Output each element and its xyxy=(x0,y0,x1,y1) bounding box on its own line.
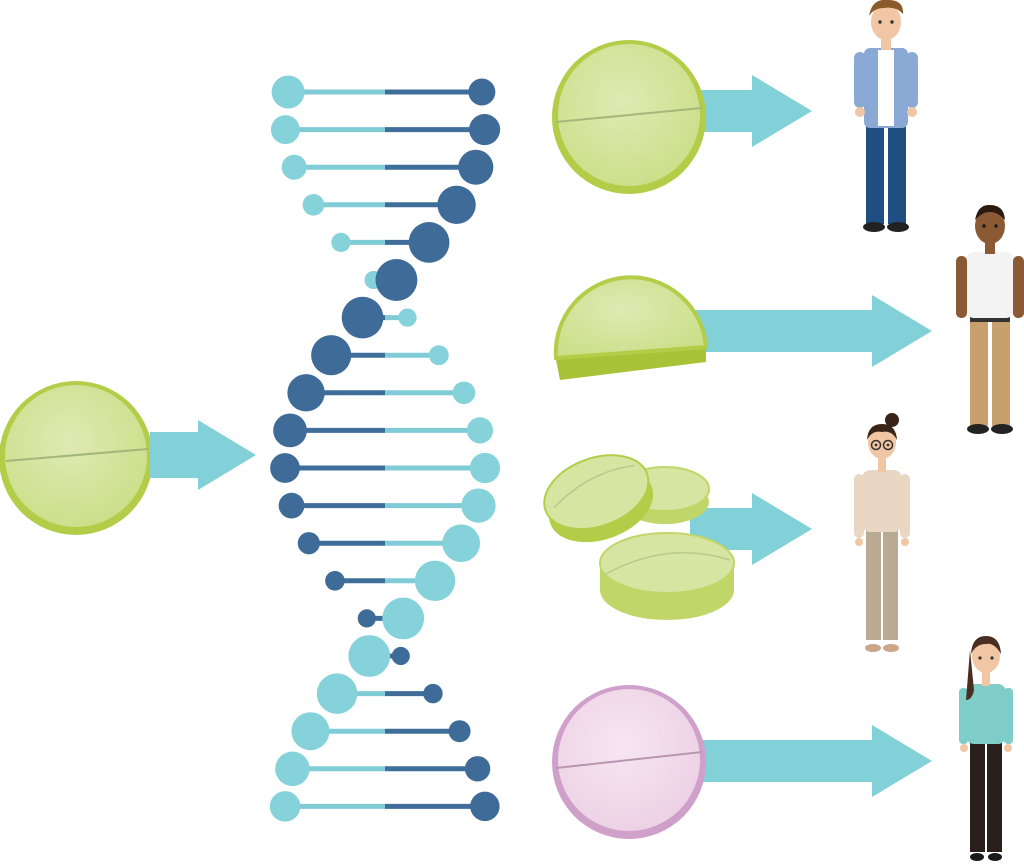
man-white-shirt-icon xyxy=(956,204,1024,434)
dna-node-light xyxy=(414,560,456,601)
half-pill-icon xyxy=(553,275,709,380)
dna-double-helix-icon xyxy=(269,75,501,822)
dna-node-light xyxy=(382,597,425,640)
dna-node-light xyxy=(452,381,476,405)
dna-node-dark xyxy=(297,532,320,555)
dna-base-pair xyxy=(364,259,418,301)
whole-pill-icon xyxy=(552,40,706,194)
outcome-arrow-2 xyxy=(690,295,932,367)
dna-base-pair xyxy=(273,413,494,448)
dna-base-pair xyxy=(281,149,494,185)
dna-node-dark xyxy=(357,609,376,628)
dna-node-light xyxy=(281,154,307,180)
dna-node-dark xyxy=(341,296,384,339)
dna-node-light xyxy=(316,673,358,714)
dna-node-dark xyxy=(375,259,418,301)
dna-node-light xyxy=(270,115,300,145)
outcome-arrow-4 xyxy=(690,725,932,797)
dna-base-pair xyxy=(341,296,417,339)
input-pill-icon xyxy=(0,381,153,535)
dna-node-dark xyxy=(458,149,494,185)
dna-node-dark xyxy=(270,453,300,483)
dna-node-light xyxy=(269,791,301,822)
dna-node-dark xyxy=(469,114,501,146)
dna-base-pair xyxy=(275,751,491,787)
dna-base-pair xyxy=(287,374,476,412)
outcome-row-3 xyxy=(543,413,910,652)
dna-base-pair xyxy=(270,114,501,146)
dna-node-dark xyxy=(464,756,491,782)
dna-base-pair xyxy=(270,452,501,484)
dna-node-light xyxy=(331,232,351,253)
input-arrow xyxy=(150,420,256,490)
dna-node-light xyxy=(466,417,494,444)
dna-node-dark xyxy=(278,492,305,519)
dna-base-pair xyxy=(357,597,425,640)
dna-base-pair xyxy=(278,488,496,523)
dna-node-light xyxy=(348,635,391,677)
dna-node-light xyxy=(398,308,417,327)
dna-node-light xyxy=(461,488,496,523)
dna-base-pair xyxy=(302,185,476,224)
dna-node-dark xyxy=(408,222,450,263)
dna-node-dark xyxy=(287,374,325,412)
dna-base-pair xyxy=(291,712,471,751)
woman-teal-top-icon xyxy=(959,636,1013,861)
dna-node-dark xyxy=(311,335,352,376)
dna-node-light xyxy=(302,193,325,216)
dna-base-pair xyxy=(269,791,500,822)
dna-node-dark xyxy=(325,570,345,591)
dna-node-dark xyxy=(448,720,471,743)
dna-base-pair xyxy=(271,75,496,109)
dna-node-light xyxy=(469,452,501,484)
dna-base-pair xyxy=(348,635,410,677)
dna-node-light xyxy=(291,712,330,751)
dna-base-pair xyxy=(311,335,449,376)
dna-node-light xyxy=(271,75,305,109)
outcome-row-2 xyxy=(553,204,1024,434)
dna-base-pair xyxy=(325,560,456,601)
dna-node-dark xyxy=(273,413,307,448)
dna-node-dark xyxy=(391,646,410,666)
dna-base-pair xyxy=(316,673,443,714)
pink-pill-icon xyxy=(552,685,706,839)
man-blue-jacket-icon xyxy=(854,0,918,232)
dna-node-light xyxy=(442,524,481,563)
outcome-row-4 xyxy=(552,636,1013,861)
dna-node-dark xyxy=(423,683,443,704)
dna-node-dark xyxy=(437,185,476,224)
dna-node-dark xyxy=(468,78,496,106)
pill-fragments-icon xyxy=(543,454,735,620)
dna-node-light xyxy=(428,345,449,366)
outcome-row-1 xyxy=(552,0,918,232)
woman-glasses-icon xyxy=(854,413,910,652)
dna-node-light xyxy=(275,751,310,787)
dna-node-dark xyxy=(470,791,500,822)
dna-base-pair xyxy=(331,222,450,263)
outcome-arrow-1 xyxy=(690,75,812,147)
dna-base-pair xyxy=(297,524,481,563)
